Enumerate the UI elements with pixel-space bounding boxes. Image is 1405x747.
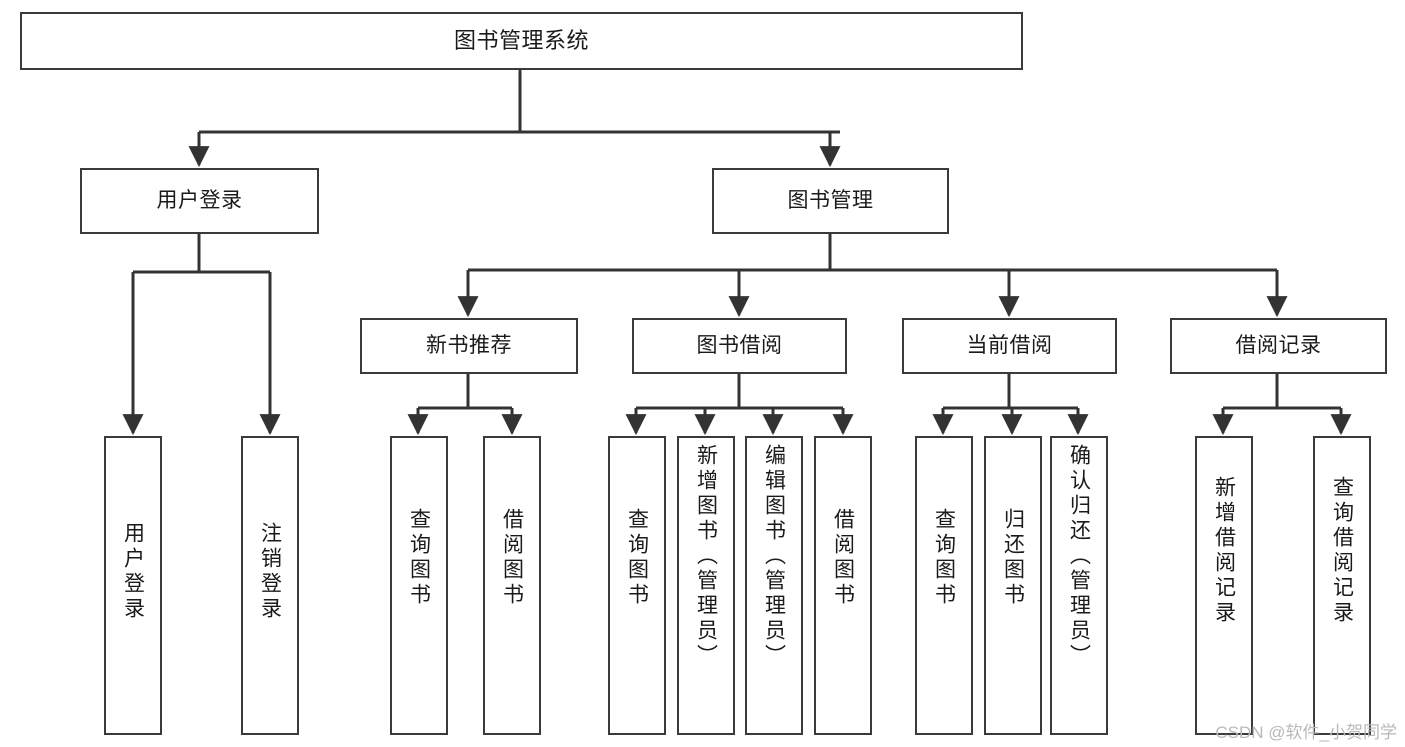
node-label: 查询借阅记录 bbox=[1330, 476, 1354, 626]
node-label: 借阅记录 bbox=[1235, 333, 1322, 357]
node-new-book-recommend[interactable]: 新书推荐 bbox=[360, 318, 578, 374]
node-label: 查询图书 bbox=[932, 508, 956, 608]
leaf-borrow-edit-book-admin[interactable]: 编辑图书（管理员） bbox=[745, 436, 803, 735]
node-label: 用户登录 bbox=[156, 188, 243, 212]
node-borrow-records[interactable]: 借阅记录 bbox=[1170, 318, 1387, 374]
node-book-borrow[interactable]: 图书借阅 bbox=[632, 318, 847, 374]
node-label: 编辑图书（管理员） bbox=[762, 444, 786, 669]
node-label: 图书借阅 bbox=[696, 333, 783, 357]
node-label: 确认归还（管理员） bbox=[1067, 444, 1091, 669]
node-label: 图书管理 bbox=[787, 188, 874, 212]
node-label: 用户登录 bbox=[121, 522, 145, 622]
node-root-book-management-system[interactable]: 图书管理系统 bbox=[20, 12, 1023, 70]
leaf-current-query-book[interactable]: 查询图书 bbox=[915, 436, 973, 735]
leaf-borrow-borrow-book[interactable]: 借阅图书 bbox=[814, 436, 872, 735]
node-user-login[interactable]: 用户登录 bbox=[80, 168, 319, 234]
node-label: 注销登录 bbox=[258, 522, 282, 622]
leaf-current-confirm-return-admin[interactable]: 确认归还（管理员） bbox=[1050, 436, 1108, 735]
leaf-current-return-book[interactable]: 归还图书 bbox=[984, 436, 1042, 735]
leaf-user-login-login[interactable]: 用户登录 bbox=[104, 436, 162, 735]
node-label: 新增借阅记录 bbox=[1212, 476, 1236, 626]
leaf-borrow-query-book[interactable]: 查询图书 bbox=[608, 436, 666, 735]
node-current-borrow[interactable]: 当前借阅 bbox=[902, 318, 1117, 374]
node-label: 新书推荐 bbox=[426, 333, 512, 357]
node-label: 归还图书 bbox=[1001, 508, 1025, 608]
leaf-user-login-logout[interactable]: 注销登录 bbox=[241, 436, 299, 735]
node-label: 图书管理系统 bbox=[453, 28, 589, 54]
node-label: 借阅图书 bbox=[831, 508, 855, 608]
leaf-records-query-record[interactable]: 查询借阅记录 bbox=[1313, 436, 1371, 735]
leaf-records-add-record[interactable]: 新增借阅记录 bbox=[1195, 436, 1253, 735]
leaf-new-book-query-book[interactable]: 查询图书 bbox=[390, 436, 448, 735]
leaf-borrow-add-book-admin[interactable]: 新增图书（管理员） bbox=[677, 436, 735, 735]
node-label: 查询图书 bbox=[407, 508, 431, 608]
csdn-watermark: CSDN @软件_小贺同学 bbox=[1215, 723, 1397, 742]
node-label: 新增图书（管理员） bbox=[694, 444, 718, 669]
node-label: 查询图书 bbox=[625, 508, 649, 608]
leaf-new-book-borrow-book[interactable]: 借阅图书 bbox=[483, 436, 541, 735]
node-label: 借阅图书 bbox=[500, 508, 524, 608]
node-book-management[interactable]: 图书管理 bbox=[712, 168, 949, 234]
node-label: 当前借阅 bbox=[966, 333, 1053, 357]
